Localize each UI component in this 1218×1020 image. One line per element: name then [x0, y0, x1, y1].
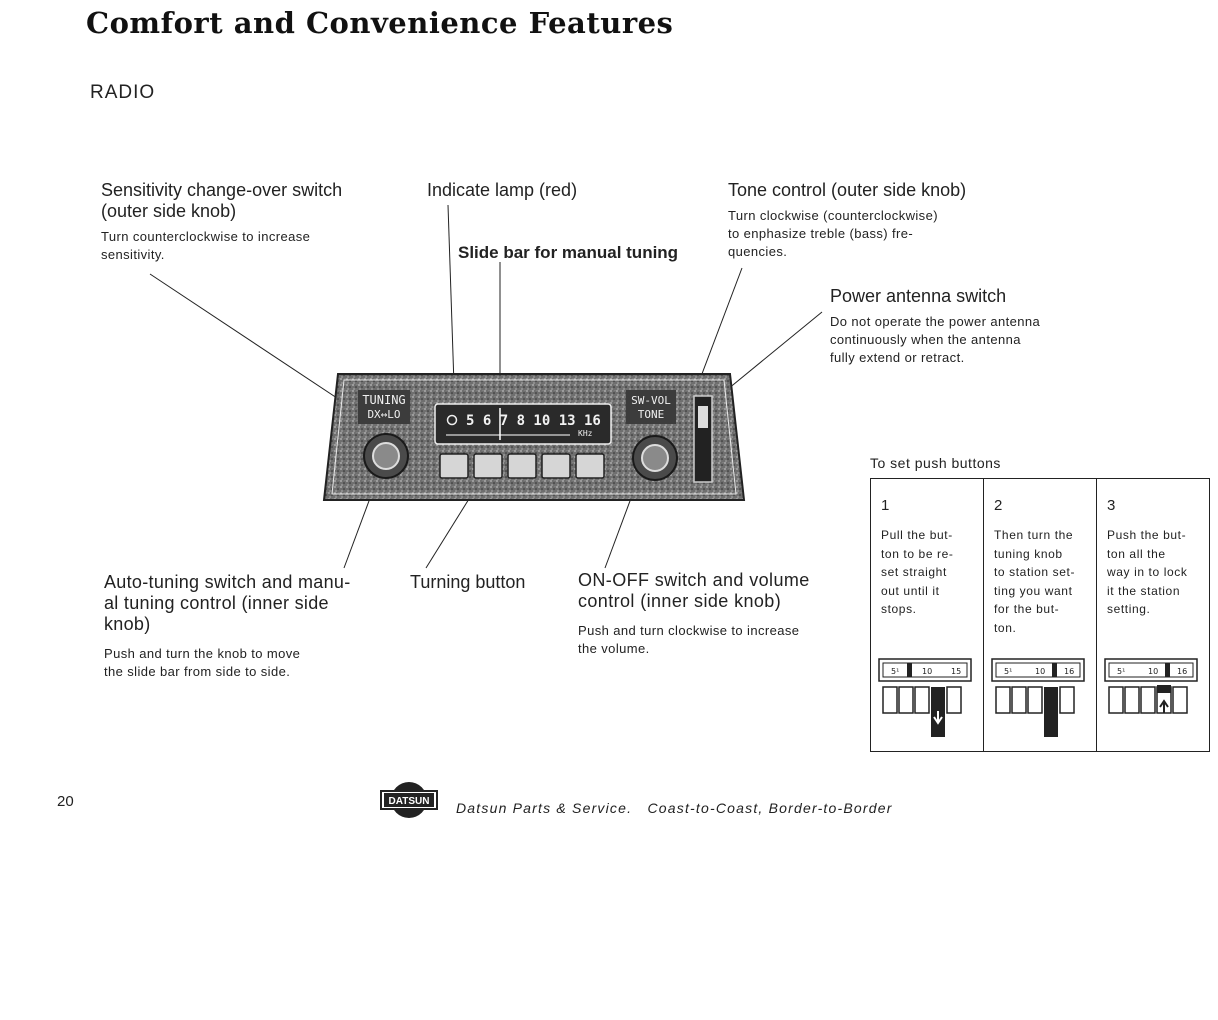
logo-text: DATSUN	[389, 796, 430, 807]
dial-mark: 15	[951, 667, 961, 676]
radio-preset-button	[439, 453, 469, 479]
step-number: 2	[994, 497, 1003, 514]
callout-auto-tuning: Auto-tuning switch and manu- al tuning c…	[104, 572, 374, 681]
sensitivity-body-2: sensitivity.	[101, 247, 165, 262]
dial-mark: 16	[1177, 667, 1187, 676]
callout-sensitivity: Sensitivity change-over switch (outer si…	[101, 180, 401, 264]
leader-sensitivity	[149, 273, 353, 409]
indicate-lamp-heading: Indicate lamp (red)	[427, 180, 578, 200]
dial-mark: 5¹	[891, 667, 899, 676]
dial-scale: 5 6 7 8 10 13 16	[466, 413, 601, 429]
step-line: setting.	[1107, 602, 1151, 616]
step-line: ton all the	[1107, 546, 1166, 561]
push-buttons-steps: 1 Pull the but- ton to be re- set straig…	[870, 478, 1210, 752]
page-title: Comfort and Convenience Features	[86, 6, 674, 40]
step-3: 3 Push the but- ton all the way in to lo…	[1096, 479, 1209, 751]
step-line: stops.	[881, 602, 917, 616]
tuning-knob-inner	[372, 442, 400, 470]
dial-mark: 5¹	[1004, 667, 1012, 676]
tuning-sub-label: DX↔LO	[367, 408, 400, 421]
radio-illustration: TUNING DX↔LO 5 6 7 8 10 13 16 KHz SW-VOL…	[322, 373, 746, 501]
radio-preset-button	[473, 453, 503, 479]
step-line: tuning knob	[994, 546, 1063, 561]
dial-mark: 16	[1064, 667, 1074, 676]
section-heading: RADIO	[90, 82, 156, 103]
tone-body-1: Turn clockwise (counterclockwise)	[728, 208, 938, 223]
step-line: it the station	[1107, 583, 1181, 598]
step-line: way in to lock	[1107, 565, 1188, 579]
tone-body-2: to enphasize treble (bass) fre-	[728, 226, 914, 241]
page-number: 20	[57, 793, 74, 810]
step-line: ton to be re-	[881, 546, 954, 561]
step-text: Then turn the tuning knob to station set…	[994, 526, 1088, 637]
step-line: Pull the but-	[881, 528, 953, 542]
antenna-switch-lever	[698, 406, 708, 428]
step-text: Pull the but- ton to be re- set straight…	[881, 526, 975, 619]
callout-antenna: Power antenna switch Do not operate the …	[830, 286, 1110, 367]
up-arrow-icon	[1159, 699, 1169, 713]
step-line: to station set-	[994, 565, 1076, 579]
slide-bar-heading: Slide bar for manual tuning	[458, 243, 679, 262]
turning-button-heading: Turning button	[410, 572, 526, 592]
step-line: ton.	[994, 620, 1017, 635]
step-2: 2 Then turn the tuning knob to station s…	[983, 479, 1096, 751]
antenna-body-2: continuously when the antenna	[830, 332, 1021, 347]
dial-mark: 10	[922, 667, 932, 676]
step-number: 1	[881, 497, 890, 514]
step-line: for the but-	[994, 602, 1060, 616]
push-buttons-label: To set push buttons	[870, 455, 1001, 471]
dial-mark: 10	[1035, 667, 1045, 676]
radio-push-buttons	[439, 453, 605, 479]
datsun-logo: DATSUN	[380, 782, 438, 818]
antenna-heading: Power antenna switch	[830, 286, 1007, 306]
tone-body-3: quencies.	[728, 244, 788, 259]
onoff-body-2: the volume.	[578, 641, 650, 656]
volume-knob-inner	[641, 444, 669, 472]
auto-tuning-body-1: Push and turn the knob to move	[104, 646, 301, 661]
tone-label: TONE	[638, 408, 665, 421]
blank-margin	[0, 828, 1218, 1020]
radio-preset-button	[575, 453, 605, 479]
dial-mark: 10	[1148, 667, 1158, 676]
callout-onoff: ON-OFF switch and volume control (inner …	[578, 570, 858, 658]
step-1-figure: 5¹ 10 15	[878, 658, 972, 737]
sensitivity-heading-1: Sensitivity change-over switch	[101, 180, 343, 200]
dial-mark: 5¹	[1117, 667, 1125, 676]
step-line: set straight	[881, 565, 947, 579]
step-1: 1 Pull the but- ton to be re- set straig…	[871, 479, 983, 751]
tone-heading: Tone control (outer side knob)	[728, 180, 967, 200]
auto-tuning-heading-3: knob)	[104, 614, 151, 634]
radio-preset-button	[541, 453, 571, 479]
auto-tuning-heading-1: Auto-tuning switch and manu-	[104, 572, 351, 592]
tuning-label: TUNING	[362, 393, 405, 407]
step-2-figure: 5¹ 10 16	[991, 658, 1085, 737]
sensitivity-body-1: Turn counterclockwise to increase	[101, 229, 311, 244]
antenna-body-1: Do not operate the power antenna	[830, 314, 1041, 329]
step-line: Push the but-	[1107, 528, 1187, 542]
auto-tuning-heading-2: al tuning control (inner side	[104, 593, 329, 613]
step-text: Push the but- ton all the way in to lock…	[1107, 526, 1201, 619]
callout-turning-button: Turning button	[410, 572, 525, 593]
dial-unit: KHz	[578, 429, 593, 438]
step-line: out until it	[881, 583, 940, 598]
antenna-body-3: fully extend or retract.	[830, 350, 965, 365]
sensitivity-heading-2: (outer side knob)	[101, 201, 237, 221]
dial-window	[434, 403, 612, 445]
swvol-label: SW-VOL	[631, 394, 671, 407]
step-line: Then turn the	[994, 528, 1074, 542]
callout-tone: Tone control (outer side knob) Turn cloc…	[728, 180, 1018, 261]
indicate-lamp	[446, 414, 458, 426]
auto-tuning-body-2: the slide bar from side to side.	[104, 664, 291, 679]
step-line: ting you want	[994, 583, 1073, 598]
radio-preset-button	[507, 453, 537, 479]
callout-indicate-lamp: Indicate lamp (red)	[427, 180, 577, 201]
step-number: 3	[1107, 497, 1116, 514]
callout-slide-bar: Slide bar for manual tuning	[458, 242, 678, 263]
onoff-heading-2: control (inner side knob)	[578, 591, 782, 611]
onoff-body-1: Push and turn clockwise to increase	[578, 623, 800, 638]
step-3-figure: 5¹ 10 16	[1104, 658, 1198, 714]
onoff-heading-1: ON-OFF switch and volume	[578, 570, 810, 590]
footer-slogan: Datsun Parts & Service. Coast-to-Coast, …	[456, 800, 893, 816]
leader-antenna	[716, 311, 823, 399]
